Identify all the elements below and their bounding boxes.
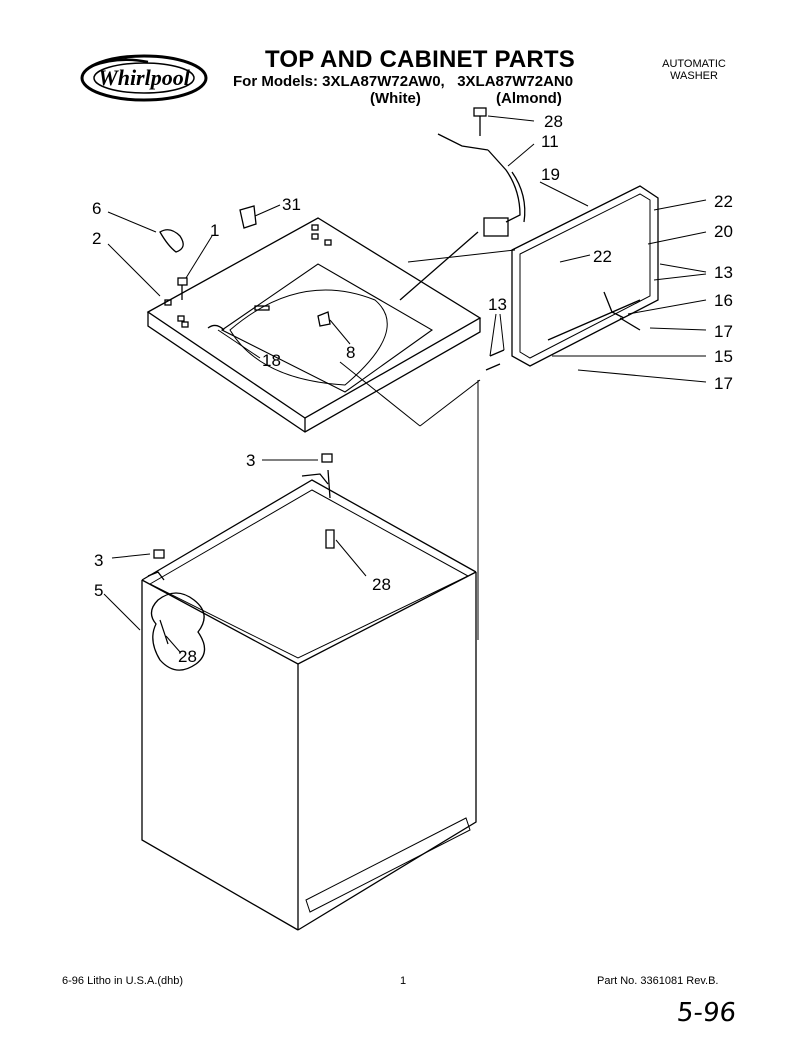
clip-6	[159, 229, 184, 253]
clip-3-lower	[153, 549, 165, 559]
color-white-label: (White)	[370, 90, 421, 107]
callout-28-top: 28	[544, 112, 563, 131]
litho-note: 6-96 Litho in U.S.A.(dhb)	[62, 975, 184, 987]
hinge-18	[207, 324, 225, 331]
callout-17-a: 17	[714, 322, 733, 341]
lid-switch-harness	[399, 133, 526, 301]
screw-8	[317, 311, 331, 327]
callout-22-a: 22	[714, 192, 733, 211]
whirlpool-logo: Whirlpool	[80, 54, 208, 102]
color-almond-label: (Almond)	[496, 90, 562, 107]
handwritten-date: 5-96	[675, 998, 738, 1028]
callout-2: 2	[92, 229, 101, 248]
callout-1: 1	[210, 221, 219, 240]
callout-8: 8	[346, 343, 355, 362]
bumper-1	[177, 277, 188, 300]
callout-20: 20	[714, 222, 733, 241]
cutaway-detail	[150, 592, 206, 671]
top-panel	[146, 217, 482, 433]
callout-3-a: 3	[246, 451, 255, 470]
callout-15: 15	[714, 347, 733, 366]
category-line-1: AUTOMATIC	[662, 58, 726, 70]
screw-mid	[325, 529, 335, 549]
page-title: TOP AND CABINET PARTS	[265, 46, 576, 73]
callout-13-a: 13	[714, 263, 733, 282]
appliance-category: AUTOMATIC WASHER	[652, 58, 736, 82]
callout-5: 5	[94, 581, 103, 600]
callout-17-b: 17	[714, 374, 733, 393]
part-number: Part No. 3361081 Rev.B.	[597, 975, 719, 987]
callout-28-low: 28	[178, 647, 197, 666]
callout-13-b: 13	[488, 295, 507, 314]
screws-13-left	[485, 349, 505, 371]
page-number: 1	[400, 975, 407, 987]
callout-18: 18	[262, 351, 281, 370]
cabinet	[141, 469, 477, 931]
callout-6: 6	[92, 199, 101, 218]
leader-lines	[103, 115, 707, 653]
console-panel	[511, 185, 659, 367]
callout-28-mid: 28	[372, 575, 391, 594]
callout-19: 19	[541, 165, 560, 184]
clip-31	[239, 205, 257, 229]
brand-wordmark: Whirlpool	[98, 65, 191, 90]
callout-16: 16	[714, 291, 733, 310]
callout-22-b: 22	[593, 247, 612, 266]
callout-11: 11	[541, 132, 559, 151]
category-line-2: WASHER	[670, 70, 718, 82]
screw-top	[473, 107, 487, 136]
callout-31: 31	[282, 195, 301, 214]
models-line: For Models: 3XLA87W72AW0, 3XLA87W72AN0	[233, 73, 574, 90]
clip-3-upper	[321, 453, 333, 463]
callout-3-b: 3	[94, 551, 103, 570]
